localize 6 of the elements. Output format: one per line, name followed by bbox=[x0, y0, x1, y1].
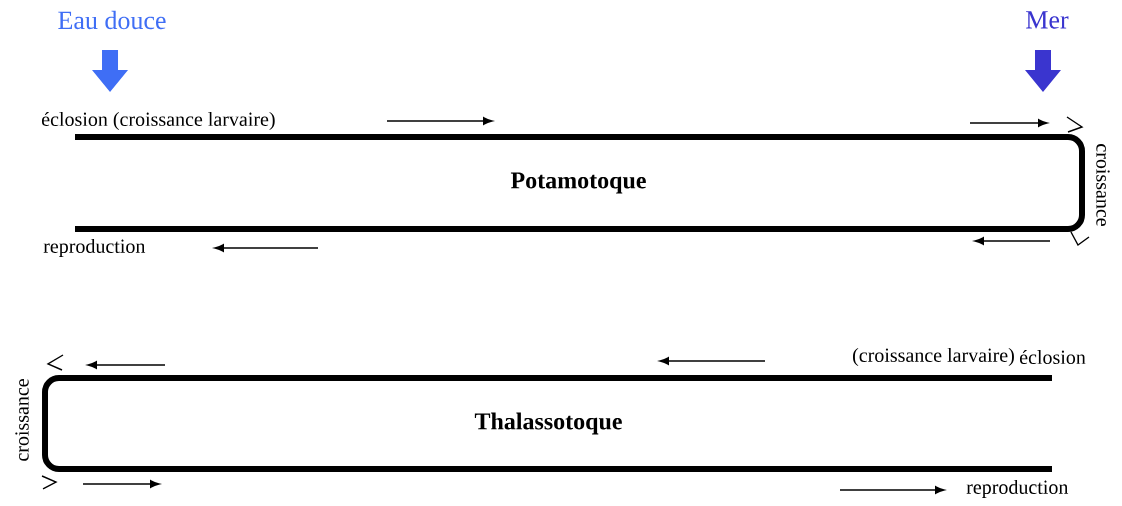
u-shaped-band: Potamotoque bbox=[75, 134, 1085, 232]
u-shaped-band: Thalassotoque bbox=[42, 375, 1052, 472]
region-label: Mer bbox=[1026, 11, 1069, 29]
region-label: Eau douce bbox=[58, 10, 166, 30]
stage-label: reproduction bbox=[43, 238, 146, 258]
stage-label: éclosion bbox=[1020, 349, 1086, 365]
